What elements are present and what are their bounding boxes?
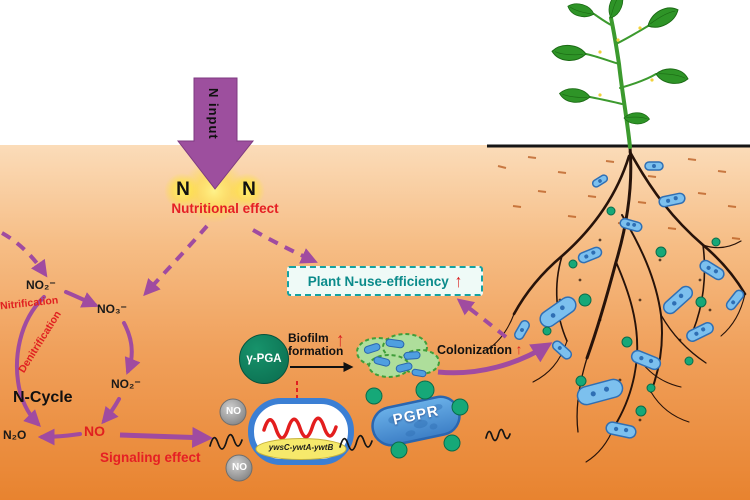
- nitrogen-right: N: [242, 179, 256, 200]
- colonization-label: Colonization ↑: [437, 341, 522, 357]
- no2-lower-formula: NO₂⁻: [111, 377, 141, 391]
- signaling-arrow: [119, 426, 214, 448]
- n-input-label: N input: [206, 88, 221, 140]
- denitrification-arrow: [15, 295, 46, 427]
- nutritional-effect-label: Nutritional effect: [171, 201, 279, 216]
- no2-upper-formula: NO₂⁻: [26, 278, 56, 292]
- plant-n-use-efficiency-box: Plant N-use-efficiency ↑: [287, 266, 483, 296]
- n2o-formula: N₂O: [3, 428, 27, 442]
- root-bacteria-colonies: [514, 161, 745, 439]
- biofilm-cluster: [356, 333, 440, 378]
- pgpr-bacterium: [365, 380, 469, 459]
- no2-to-no-arrow: [101, 397, 121, 425]
- up-arrow-icon: ↑: [515, 341, 523, 357]
- dna-coil: [262, 416, 338, 440]
- plant-illustration: [551, 0, 689, 149]
- bacterial-cell: [248, 381, 354, 465]
- no-to-n2o-arrow: [37, 428, 82, 446]
- signaling-effect-label: Signaling effect: [100, 450, 201, 465]
- gene-cluster-label: ywsC-ywtA-ywtB: [268, 443, 334, 452]
- dashed-arrow-colonization-to-efficiency: [456, 298, 508, 339]
- no-molecules: [219, 398, 253, 482]
- no-molecule-top-label: NO: [226, 406, 241, 417]
- leaf-dots: [598, 26, 654, 97]
- n-cycle-arrows: [15, 290, 141, 446]
- no-formula: NO: [84, 423, 105, 439]
- biofilm-line2: formation: [288, 343, 344, 358]
- root-green-dots: [542, 206, 721, 417]
- dna-squiggle-icons: [209, 428, 511, 451]
- nitrification-arrow: [64, 290, 99, 308]
- pgpr-green-dots: [365, 380, 469, 459]
- dashed-arrow-to-efficiency: [252, 228, 318, 264]
- dashed-arrow-into-no2: [1, 231, 48, 278]
- n-cycle-title: N-Cycle: [13, 389, 73, 406]
- plant-leaves: [551, 0, 689, 125]
- no-molecule-bottom-label: NO: [232, 462, 247, 473]
- efficiency-label: Plant N-use-efficiency: [307, 273, 449, 289]
- dashed-effect-arrows: [1, 224, 508, 339]
- no3-formula: NO₃⁻: [97, 302, 127, 316]
- colonization-arrow: [437, 342, 553, 376]
- gamma-pga-badge: γ-PGA: [239, 334, 289, 384]
- no3-to-no2-arrow: [122, 321, 141, 375]
- gene-label-plate: [255, 438, 347, 460]
- gamma-pga-label: γ-PGA: [246, 353, 282, 365]
- soil-texture: [497, 156, 741, 240]
- biofilm-formation-label: Biofilm formation: [288, 332, 343, 357]
- colonization-text: Colonization: [437, 343, 512, 357]
- up-arrow-icon: ↑: [454, 270, 463, 292]
- biofilm-line1: Biofilm: [288, 331, 329, 345]
- nitrogen-left: N: [176, 179, 190, 200]
- roots-illustration: [486, 145, 747, 463]
- up-arrow-icon: ↑: [336, 328, 345, 351]
- n-input-arrow: [164, 77, 265, 223]
- dashed-arrow-to-ncycle: [143, 224, 209, 297]
